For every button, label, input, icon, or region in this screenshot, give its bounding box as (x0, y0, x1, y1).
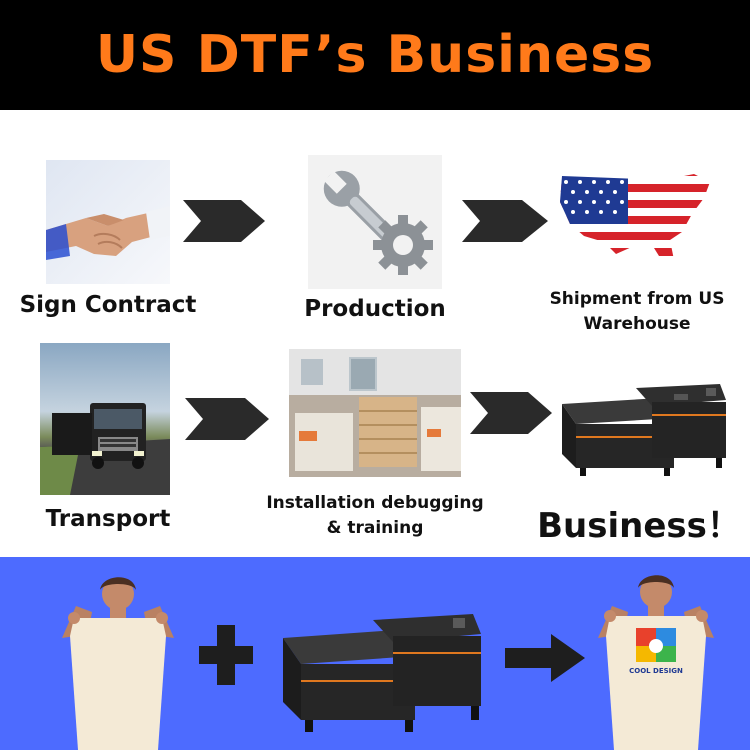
plus-icon (199, 625, 253, 685)
caption-shipment-line1: Shipment from US (549, 289, 725, 309)
page-title: US DTF’s Business (95, 25, 655, 85)
wrench-gear-icon (308, 155, 442, 289)
caption-sign-contract: Sign Contract (19, 292, 197, 318)
caption-business: Business！ (537, 506, 741, 546)
truck-image (40, 343, 170, 495)
caption-shipment-line2: Warehouse (583, 314, 691, 334)
caption-installation: Installation debugging & training (258, 491, 492, 541)
caption-installation-line1: Installation debugging (266, 493, 484, 513)
arrow-icon (470, 392, 552, 434)
arrow-right-icon (505, 634, 585, 682)
man-printed-tshirt-image: COOL DESIGN (598, 575, 714, 750)
arrow-icon (183, 200, 265, 242)
caption-installation-line2: & training (326, 518, 424, 538)
caption-production: Production (304, 296, 446, 322)
arrow-icon (462, 200, 548, 242)
caption-shipment: Shipment from US Warehouse (532, 287, 742, 337)
shirt-text: COOL DESIGN (629, 667, 683, 675)
dtf-printer-image (556, 374, 732, 478)
warehouse-crates-image (289, 349, 461, 477)
arrow-icon (185, 398, 269, 440)
us-flag-map (554, 168, 718, 272)
cool-design-graphic (636, 628, 676, 662)
caption-transport: Transport (45, 506, 171, 532)
handshake-image (46, 160, 170, 284)
dtf-printer-bottom-image (283, 614, 481, 732)
header-bar (0, 0, 750, 110)
man-blank-tshirt-image (62, 577, 174, 750)
